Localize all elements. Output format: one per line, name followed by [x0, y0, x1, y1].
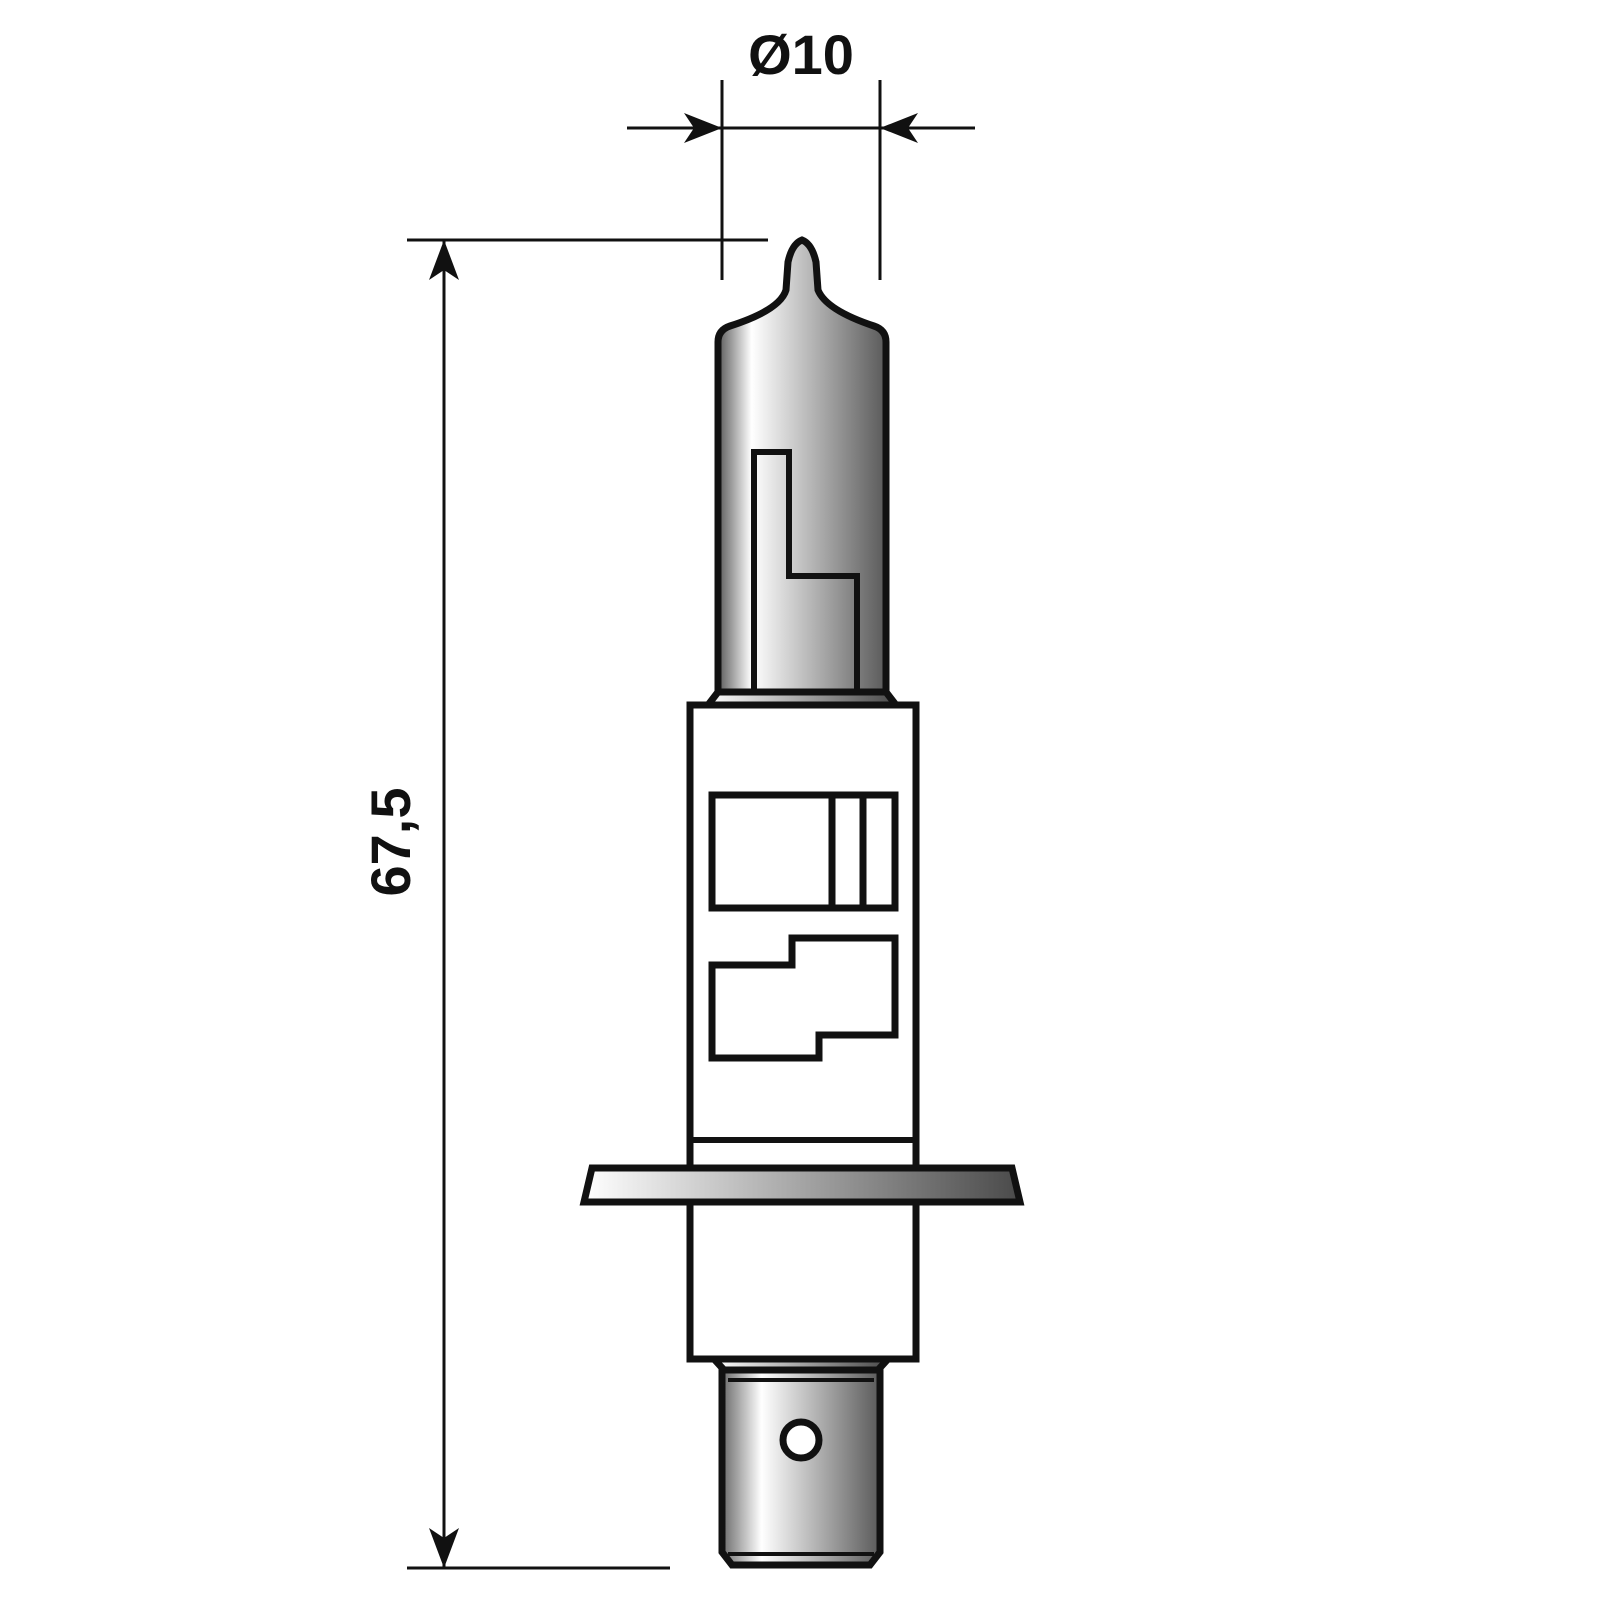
length-arrow-top-icon	[429, 240, 459, 280]
filament-shield	[751, 449, 860, 692]
base-lower-block	[686, 1198, 920, 1363]
base-window-lower	[708, 934, 899, 1062]
halogen-bulb	[579, 236, 1025, 1569]
mounting-flange	[579, 1164, 1025, 1206]
base-window-upper	[708, 791, 899, 912]
diameter-arrow-left-icon	[684, 113, 722, 143]
diameter-label: Ø10	[748, 23, 854, 86]
glass-envelope	[714, 236, 890, 701]
contact-pin	[718, 1366, 884, 1569]
length-dimension: 67,5	[359, 238, 768, 1570]
length-arrow-bottom-icon	[429, 1528, 459, 1568]
pin-hole	[779, 1418, 823, 1462]
diameter-arrow-right-icon	[880, 113, 918, 143]
length-label: 67,5	[359, 788, 422, 897]
diameter-dimension: Ø10	[627, 23, 975, 280]
